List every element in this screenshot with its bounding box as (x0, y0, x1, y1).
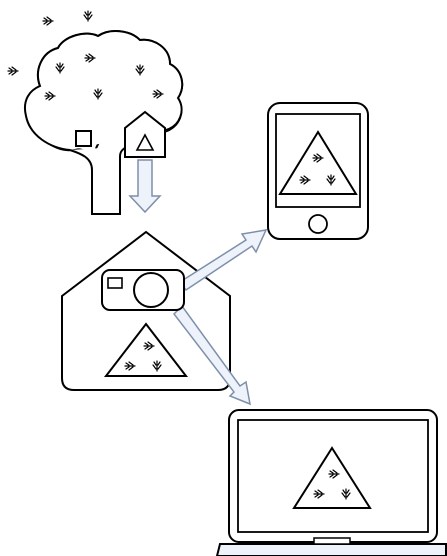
smartphone (267, 102, 369, 240)
laptop (215, 409, 447, 556)
house-display-image (103, 322, 189, 377)
laptop-base (215, 543, 447, 556)
camera-icon (101, 269, 185, 311)
phone-home-button[interactable] (308, 214, 328, 234)
hollow-square (75, 130, 92, 147)
insect-icon (7, 66, 19, 76)
insect-icon (83, 10, 93, 22)
arrow-house-to-laptop (173, 304, 251, 406)
phone-display-image (278, 130, 358, 195)
arrow-house-to-phone (178, 229, 268, 292)
laptop-hinge (313, 537, 351, 545)
hive-triangle-icon (135, 133, 155, 151)
insect-icon (42, 16, 54, 26)
laptop-display-image (292, 446, 372, 509)
arrow-tree-to-house (128, 159, 162, 214)
